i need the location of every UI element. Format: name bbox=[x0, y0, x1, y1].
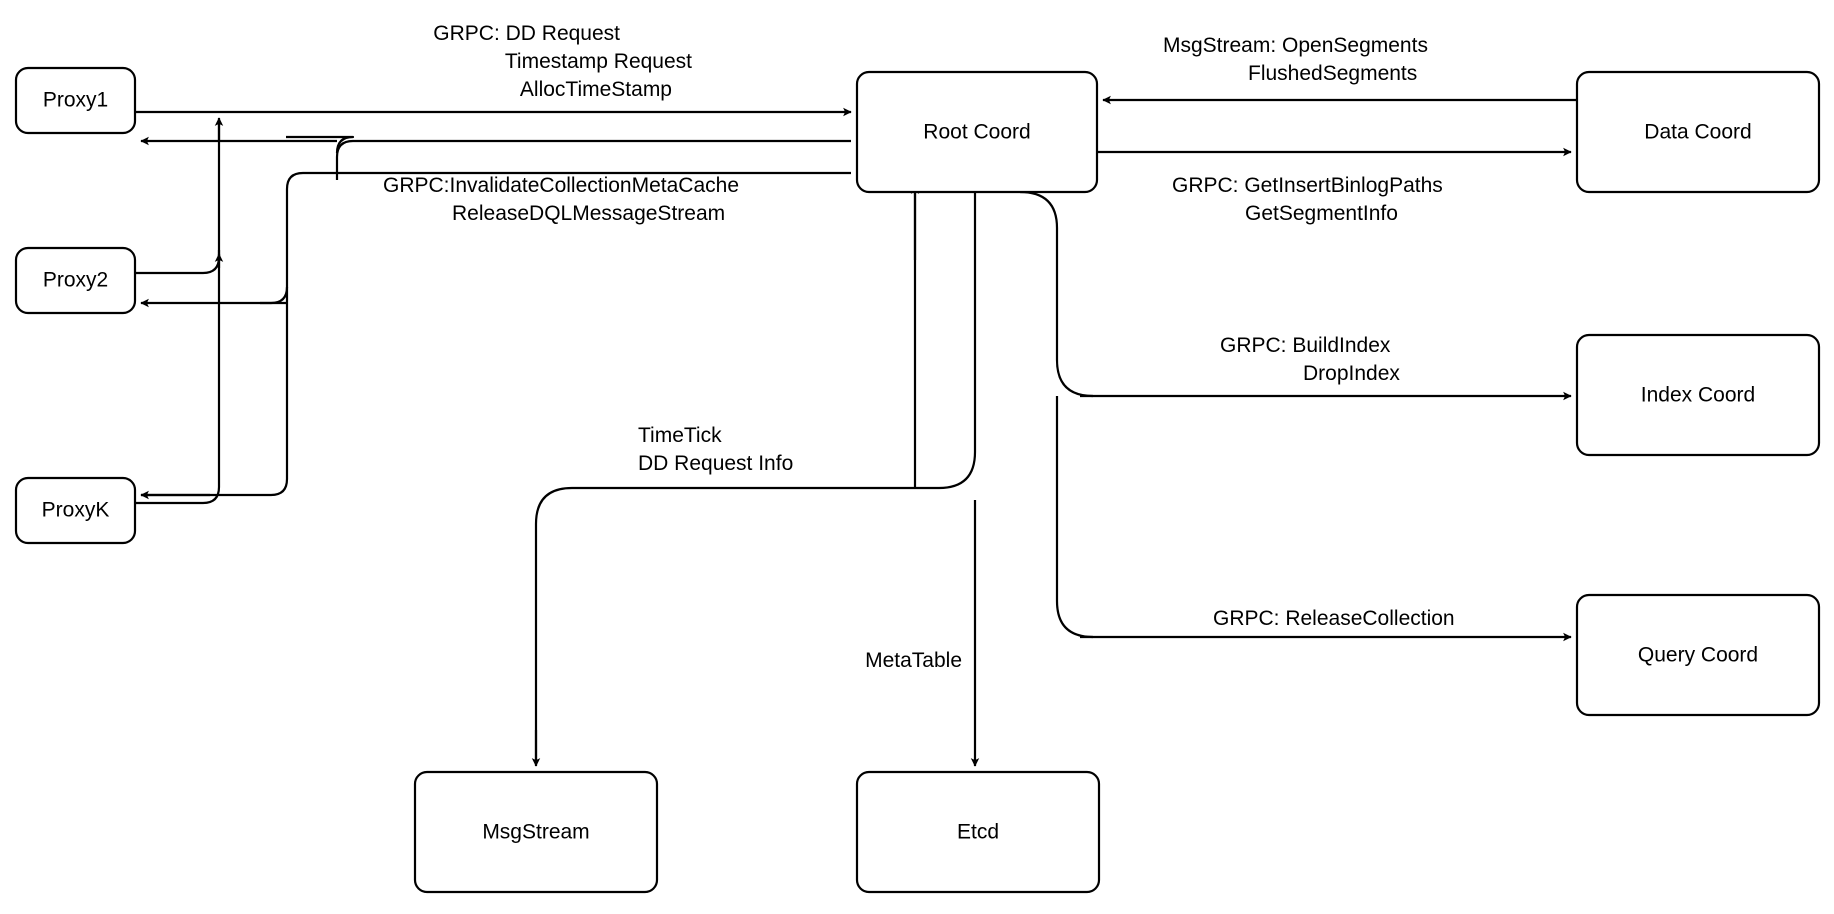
edge-label-datacoord-to-root: MsgStream: OpenSegments FlushedSegments bbox=[1163, 34, 1428, 85]
node-proxyk[interactable]: ProxyK bbox=[14, 476, 137, 545]
edge-label-root-to-datacoord: GRPC: GetInsertBinlogPaths GetSegmentInf… bbox=[1172, 174, 1443, 225]
edge-label-root-to-msgstream-line-1: DD Request Info bbox=[638, 452, 793, 475]
node-rootcoord-label: Root Coord bbox=[923, 121, 1030, 144]
edge-rootcoord-down-trunk bbox=[1019, 190, 1094, 398]
edge-label-proxy-to-root-line-1: Timestamp Request bbox=[505, 50, 692, 73]
node-proxy1[interactable]: Proxy1 bbox=[14, 66, 137, 135]
edge-proxy2-riser bbox=[135, 250, 221, 275]
node-rootcoord-box[interactable] bbox=[855, 70, 1099, 194]
edge-label-root-to-datacoord-line-1: GetSegmentInfo bbox=[1245, 202, 1398, 225]
edge-label-root-to-datacoord-line-0: GRPC: GetInsertBinlogPaths bbox=[1172, 174, 1443, 197]
edge-return-to-proxy2-corner bbox=[260, 286, 289, 305]
edge-indexcoord-trunk-continue bbox=[1055, 396, 1094, 639]
edge-label-proxy-to-root-line-2: AllocTimeStamp bbox=[520, 78, 672, 101]
edges-layer bbox=[135, 95, 1577, 767]
node-indexcoord[interactable]: Index Coord bbox=[1575, 333, 1821, 457]
edge-labels-layer: GRPC: DD Request Timestamp Request Alloc… bbox=[383, 22, 1455, 672]
node-rootcoord[interactable]: Root Coord bbox=[855, 70, 1099, 194]
node-msgstream-box[interactable] bbox=[413, 770, 659, 894]
edge-label-root-to-msgstream-line-0: TimeTick bbox=[638, 424, 722, 447]
node-proxyk-label: ProxyK bbox=[42, 499, 110, 522]
edge-label-proxy-to-root: GRPC: DD Request Timestamp Request Alloc… bbox=[433, 22, 692, 101]
edge-label-root-to-msgstream: TimeTick DD Request Info bbox=[638, 424, 793, 475]
node-querycoord-label: Query Coord bbox=[1638, 644, 1758, 667]
edge-label-datacoord-to-root-line-1: FlushedSegments bbox=[1248, 62, 1417, 85]
node-datacoord[interactable]: Data Coord bbox=[1575, 70, 1821, 194]
node-proxy2-label: Proxy2 bbox=[43, 269, 108, 292]
edge-label-datacoord-to-root-line-0: MsgStream: OpenSegments bbox=[1163, 34, 1428, 57]
node-proxy2-box[interactable] bbox=[14, 246, 137, 315]
node-querycoord-box[interactable] bbox=[1575, 593, 1821, 717]
node-msgstream-label: MsgStream bbox=[482, 821, 589, 844]
edge-return-corner-upper bbox=[286, 135, 355, 154]
edge-rootcoord-return-trunk bbox=[335, 139, 851, 180]
node-proxy1-box[interactable] bbox=[14, 66, 137, 135]
edge-label-root-to-etcd-line-0: MetaTable bbox=[865, 649, 962, 672]
node-etcd-label: Etcd bbox=[957, 821, 999, 844]
node-msgstream[interactable]: MsgStream bbox=[413, 770, 659, 894]
node-datacoord-label: Data Coord bbox=[1644, 121, 1751, 144]
edge-proxyk-riser bbox=[135, 122, 221, 505]
node-etcd[interactable]: Etcd bbox=[855, 770, 1101, 894]
edge-label-proxy-to-root-line-0: GRPC: DD Request bbox=[433, 22, 620, 45]
edge-label-root-to-indexcoord-line-0: GRPC: BuildIndex bbox=[1220, 334, 1391, 357]
node-proxyk-box[interactable] bbox=[14, 476, 137, 545]
nodes-layer: Proxy1 Proxy2 ProxyK Root Coord Data Coo… bbox=[14, 66, 1821, 894]
edge-label-root-to-indexcoord: GRPC: BuildIndex DropIndex bbox=[1220, 334, 1400, 385]
node-indexcoord-label: Index Coord bbox=[1641, 384, 1755, 407]
edge-label-root-to-etcd: MetaTable bbox=[865, 649, 962, 672]
node-indexcoord-box[interactable] bbox=[1575, 333, 1821, 457]
edge-return-descending-trunk bbox=[141, 171, 851, 497]
edge-rootcoord-to-msgstream bbox=[534, 192, 977, 760]
node-proxy2[interactable]: Proxy2 bbox=[14, 246, 137, 315]
node-proxy1-label: Proxy1 bbox=[43, 89, 108, 112]
edge-label-root-to-proxy-line-1: ReleaseDQLMessageStream bbox=[452, 202, 725, 225]
edge-label-root-to-proxy: GRPC:InvalidateCollectionMetaCache Relea… bbox=[383, 174, 739, 225]
node-etcd-box[interactable] bbox=[855, 770, 1101, 894]
edge-label-root-to-indexcoord-line-1: DropIndex bbox=[1303, 362, 1400, 385]
node-querycoord[interactable]: Query Coord bbox=[1575, 593, 1821, 717]
edge-label-root-to-proxy-line-0: GRPC:InvalidateCollectionMetaCache bbox=[383, 174, 739, 197]
node-datacoord-box[interactable] bbox=[1575, 70, 1821, 194]
edge-label-root-to-querycoord-line-0: GRPC: ReleaseCollection bbox=[1213, 607, 1455, 630]
edge-label-root-to-querycoord: GRPC: ReleaseCollection bbox=[1213, 607, 1455, 630]
